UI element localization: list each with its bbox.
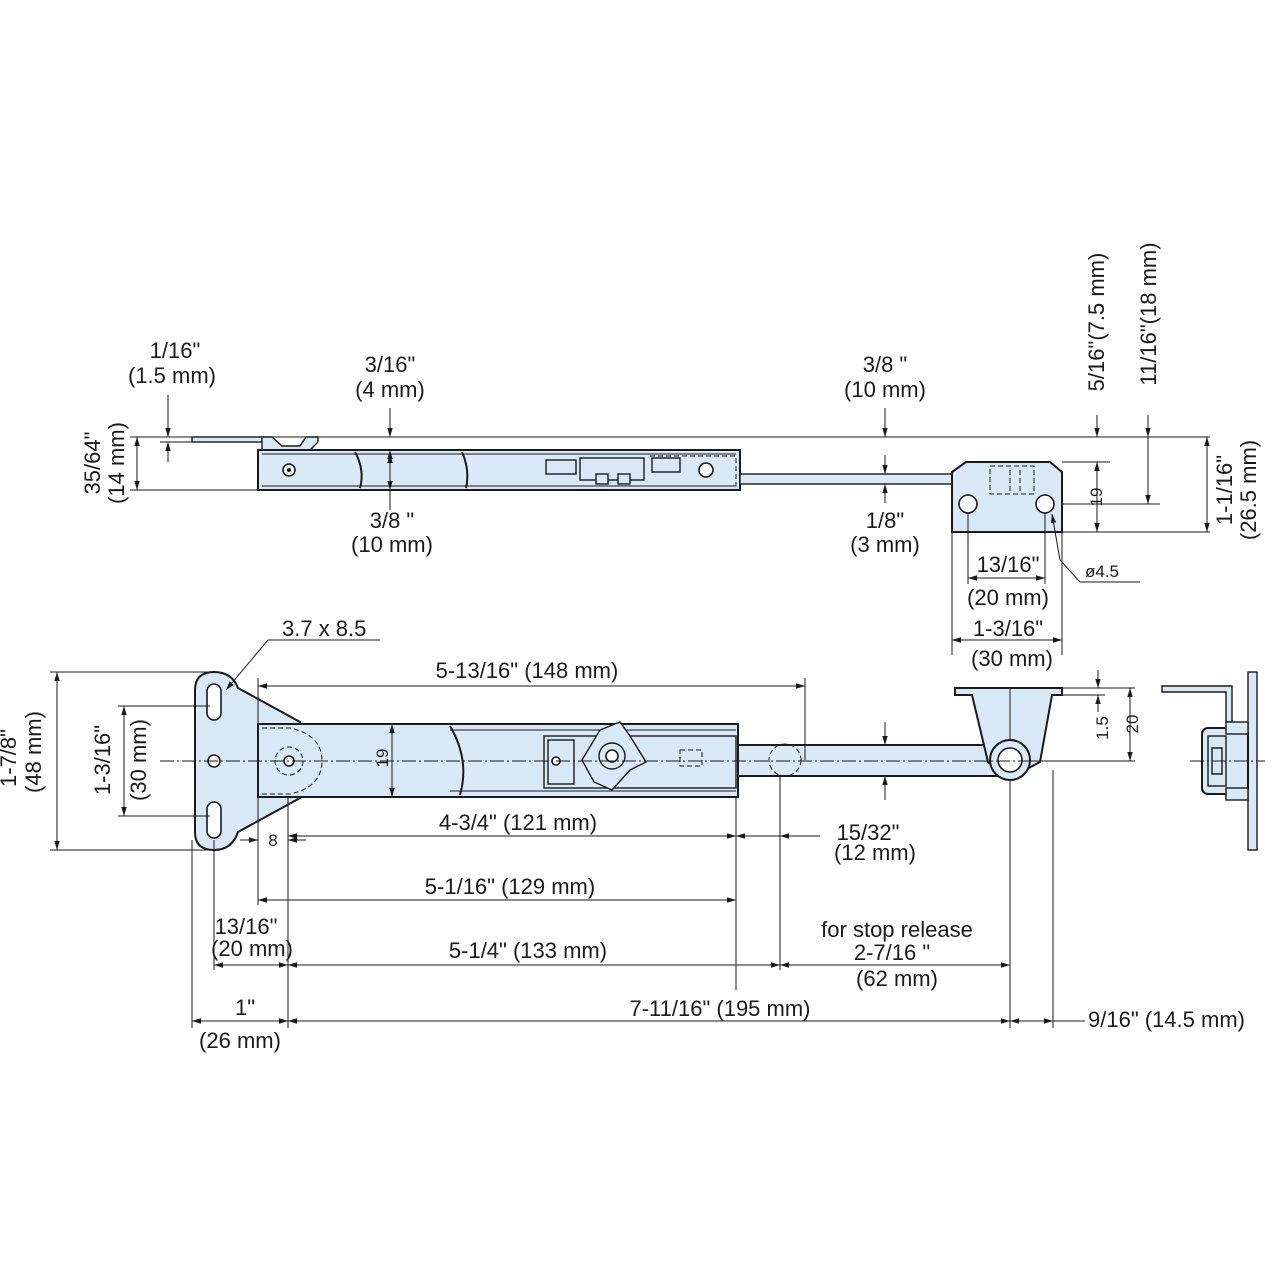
dim-3-16-mm: (4 mm) [355, 377, 425, 402]
dim-35-64-mm: (14 mm) [104, 422, 129, 504]
top-rivet-right [698, 462, 714, 478]
dim-1-16-mm: (1.5 mm) [128, 363, 216, 388]
dim-1-1-16-mm: (26.5 mm) [1236, 440, 1261, 540]
dim-1-mm: (26 mm) [199, 1028, 281, 1053]
front-view: 3.7 x 8.5 5-13/16" (148 mm) 1-7/8" (48 m… [0, 616, 1245, 1053]
top-connecting-rod [739, 473, 953, 485]
dim-1-1-16-inch: 1-1/16" [1212, 455, 1237, 525]
dim-1-3-16-front-mm: (30 mm) [126, 719, 151, 801]
dim-35-64-inch: 35/64" [80, 432, 105, 495]
dim-1-16-inch: 1/16" [150, 338, 201, 363]
dim-13-16-front-inch: 13/16" [215, 914, 278, 939]
latch-window [679, 749, 703, 767]
side-view [1161, 671, 1265, 851]
dim-9-16: 9/16" (14.5 mm) [1088, 1007, 1245, 1032]
dim-1-8-mm: (3 mm) [850, 532, 920, 557]
dim-1-5: 1.5 [1093, 716, 1112, 740]
dim-148: 5-13/16" (148 mm) [436, 658, 619, 683]
top-mount-tab [191, 436, 263, 443]
dim-hole-diameter: ø4.5 [1085, 562, 1119, 581]
dim-11-16: 11/16"(18 mm) [1136, 242, 1161, 385]
mount-slot-bottom [206, 801, 222, 839]
mount-slot-top [206, 683, 222, 721]
dim-3-8-top-mm: (10 mm) [844, 377, 926, 402]
top-bracket-hole-left [958, 494, 978, 514]
dim-19-front: 19 [373, 749, 392, 768]
top-bracket-hole-right [1035, 494, 1055, 514]
top-hinge-knuckle [261, 436, 319, 451]
dim-13-16-top-inch: 13/16" [977, 552, 1040, 577]
dim-133: 5-1/4" (133 mm) [449, 938, 607, 963]
stay-arm [737, 744, 1011, 777]
dim-1-7-8-inch: 1-7/8" [0, 729, 21, 787]
bracket-pivot-hole [997, 747, 1023, 773]
top-view: 1/16" (1.5 mm) 3/16" (4 mm) 3/8 " (10 mm… [80, 242, 1261, 671]
side-bracket-arm [1161, 685, 1233, 723]
dim-62-mm: (62 mm) [856, 966, 938, 991]
dim-1-3-16-front-inch: 1-3/16" [90, 725, 115, 795]
dim-15-32-inch: 15/32" [837, 820, 900, 845]
dim-20: 20 [1123, 715, 1142, 734]
dim-121: 4-3/4" (121 mm) [439, 810, 597, 835]
dim-195: 7-11/16" (195 mm) [629, 996, 810, 1021]
dim-15-32-mm: (12 mm) [834, 840, 916, 865]
dim-13-16-front-mm: (20 mm) [211, 936, 293, 961]
dim-62-inch: 2-7/16 " [854, 940, 930, 965]
dim-slot-size: 3.7 x 8.5 [282, 616, 366, 641]
top-latch-block [545, 459, 577, 475]
dim-5-16: 5/16"(7.5 mm) [1084, 253, 1109, 392]
dim-1-3-16-top-mm: (30 mm) [971, 646, 1053, 671]
dim-3-16-inch: 3/16" [365, 352, 416, 377]
dim-129: 5-1/16" (129 mm) [425, 874, 595, 899]
dim-1-8-inch: 1/8" [866, 508, 904, 533]
dim-3-8-top-inch: 3/8 " [863, 352, 908, 377]
dim-3-8-bottom-inch: 3/8 " [370, 508, 415, 533]
dim-3-8-bottom-mm: (10 mm) [351, 532, 433, 557]
dim-1-inch: 1" [235, 995, 255, 1020]
dim-1-3-16-top-inch: 1-3/16" [973, 616, 1043, 641]
dim-19-top: 19 [1087, 488, 1106, 507]
dim-1-7-8-mm: (48 mm) [21, 711, 46, 793]
dim-13-16-top-mm: (20 mm) [967, 585, 1049, 610]
stop-release-note: for stop release [821, 917, 973, 942]
dim-8: 8 [268, 831, 277, 850]
